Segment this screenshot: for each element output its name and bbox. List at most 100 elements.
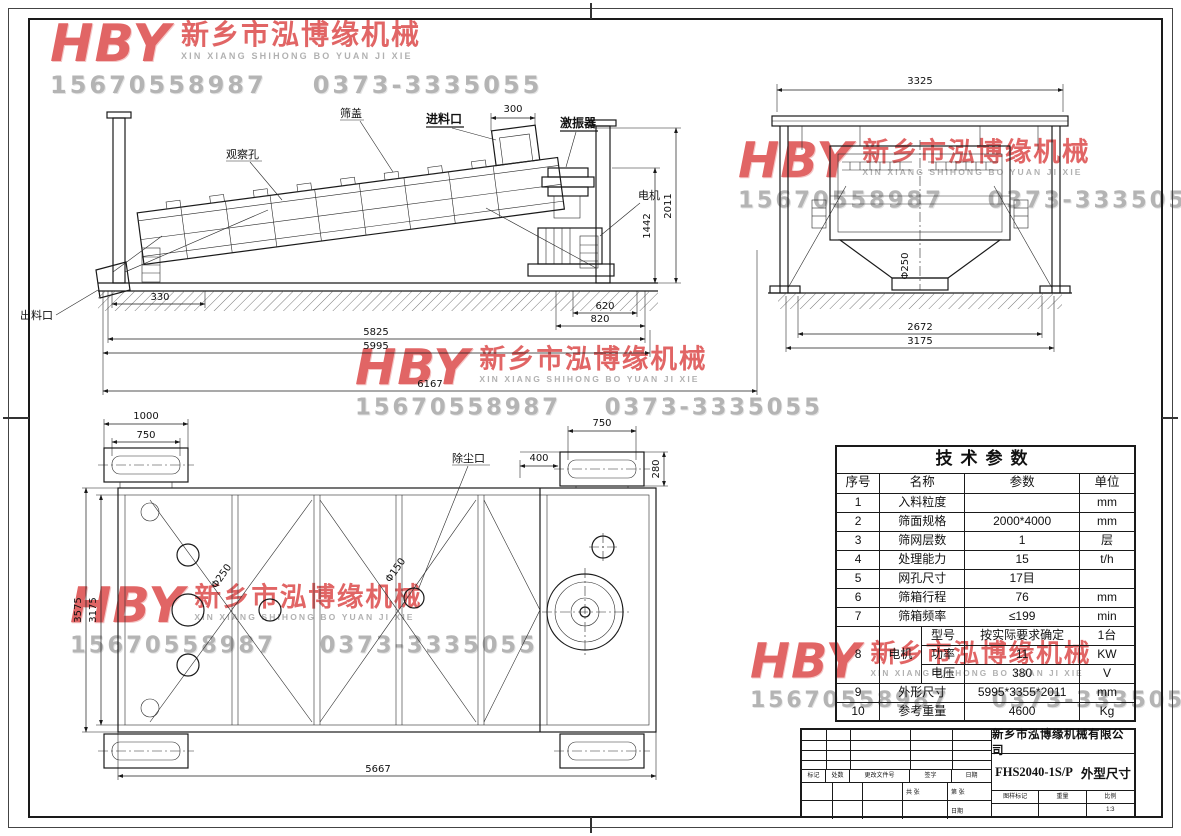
dim-750-left: 750 (136, 430, 155, 441)
watermark-phone: 15670558987 (355, 393, 561, 421)
cell: Kg (1078, 701, 1136, 722)
dim-280: 280 (651, 459, 662, 478)
col-header-no: 序号 (835, 472, 881, 494)
cell: 1 (835, 492, 881, 513)
dim-outlet-dia: Φ250 (900, 253, 911, 280)
dim-2011: 2011 (663, 193, 674, 218)
cell: 层 (1078, 530, 1136, 551)
table-row: 1 入料粒度 mm (835, 492, 1136, 513)
cell: mm (1078, 492, 1136, 513)
side-view: 观察孔 筛盖 进料口 激振器 电机 出料口 300 1442 (20, 104, 758, 395)
title-block-values-row: 1:3 (992, 804, 1134, 816)
cell (1078, 568, 1136, 589)
table-row: 3 筛网层数 1 层 (835, 530, 1136, 551)
cell: V (1078, 663, 1136, 684)
col-header-name: 名称 (879, 472, 966, 494)
dim-1000: 1000 (133, 411, 158, 422)
label-observe-hole: 观察孔 (226, 147, 259, 161)
dim-3325: 3325 (907, 76, 932, 87)
title-block-right: 新乡市泓博缘机械有限公司 FHS2040-1S/P 外型尺寸 图样标记 重量 比… (992, 729, 1134, 816)
cell: 电机 (879, 625, 922, 684)
cell: 入料粒度 (879, 492, 966, 513)
table-row: 9 外形尺寸 5995*3355*2011 mm (835, 682, 1136, 703)
title-block: 标记 处数 更改文件号 签字 日期 共 张 第 张 日期 新乡市泓博缘机械有限公… (800, 728, 1136, 819)
cell: 功率 (920, 644, 966, 665)
watermark: HBY 新乡市泓博缘机械 XIN XIANG SHIHONG BO YUAN J… (738, 132, 1181, 213)
cell: 2 (835, 511, 881, 532)
table-row: 6 筛箱行程 76 mm (835, 587, 1136, 608)
dim-hole-150: Φ150 (384, 556, 408, 584)
dim-620: 620 (595, 301, 614, 312)
dim-750-right: 750 (592, 418, 611, 429)
rev-header-sign: 签字 (910, 770, 952, 782)
cell: 8 (835, 625, 881, 684)
cell: 4 (835, 549, 881, 570)
table-row: 7 筛箱频率 ≤199 min (835, 606, 1136, 627)
label-discharge: 出料口 (20, 308, 53, 322)
watermark-company-en: XIN XIANG SHIHONG BO YUAN JI XIE (862, 167, 1083, 177)
watermark-company-en: XIN XIANG SHIHONG BO YUAN JI XIE (479, 374, 700, 384)
cell: 4600 (964, 701, 1080, 722)
cell: 网孔尺寸 (879, 568, 966, 589)
title-block-left: 标记 处数 更改文件号 签字 日期 共 张 第 张 日期 (802, 730, 992, 819)
cell: 筛面规格 (879, 511, 966, 532)
label-dust-port: 除尘口 (452, 451, 485, 465)
cell: 11 (964, 644, 1080, 665)
hby-logo: HBY (738, 132, 853, 190)
scale-label: 比例 (1104, 794, 1117, 800)
table-title: 技术参数 (835, 445, 1136, 474)
hby-logo: HBY (50, 14, 171, 74)
centering-mark-bottom (590, 817, 592, 833)
cell: ≤199 (964, 606, 1080, 627)
sheet-no-label: 第 张 (951, 790, 965, 796)
watermark-company-cn: 新乡市泓博缘机械 (180, 19, 421, 50)
label-sieve-cover: 筛盖 (340, 106, 362, 120)
watermark-tel: 0373-3335055 (604, 393, 823, 421)
dim-3175-end: 3175 (907, 336, 932, 347)
cell: 76 (964, 587, 1080, 608)
table-row: 2 筛面规格 2000*4000 mm (835, 511, 1136, 532)
watermark-tel: 0373-3335055 (312, 71, 543, 100)
title-block-bottom-left: 共 张 第 张 日期 (802, 783, 991, 819)
tech-params-table: 技术参数 序号 名称 参数 单位 1 入料粒度 mm 2 筛面规格 2000*4… (835, 445, 1136, 722)
watermark-company-en: XIN XIANG SHIHONG BO YUAN JI XIE (180, 50, 413, 61)
weight-value (1039, 804, 1087, 816)
cell: 2000*4000 (964, 511, 1080, 532)
centering-mark-left (3, 417, 29, 419)
cell: 外形尺寸 (879, 682, 966, 703)
cell (964, 492, 1080, 513)
dim-400: 400 (529, 453, 548, 464)
end-view: 3325 (768, 76, 1072, 352)
hby-logo: HBY (355, 339, 470, 397)
label-motor: 电机 (638, 188, 660, 202)
table-row: 4 处理能力 15 t/h (835, 549, 1136, 570)
top-view: Φ250 Φ150 除尘口 1000 750 (73, 411, 668, 780)
dim-3175-top: 3175 (88, 597, 99, 622)
cell: 15 (964, 549, 1080, 570)
watermark-tel: 0373-3335055 (319, 631, 538, 659)
mark-label: 图样标记 (992, 791, 1040, 803)
company-name: 新乡市泓博缘机械有限公司 (992, 729, 1134, 757)
watermark-phone: 15670558987 (70, 631, 276, 659)
dim-300: 300 (503, 104, 522, 115)
dim-820: 820 (590, 314, 609, 325)
scale-value: 1:3 (1106, 807, 1115, 813)
cell: mm (1078, 587, 1136, 608)
cell: 7 (835, 606, 881, 627)
cell: 1 (964, 530, 1080, 551)
col-header-param: 参数 (964, 472, 1080, 494)
cell: 处理能力 (879, 549, 966, 570)
label-exciter: 激振器 (560, 115, 597, 130)
cell: 17目 (964, 568, 1080, 589)
watermark: HBY 新乡市泓博缘机械 XIN XIANG SHIHONG BO YUAN J… (355, 339, 823, 421)
centering-mark-top (590, 3, 592, 19)
cell: mm (1078, 682, 1136, 703)
date-label: 日期 (951, 809, 964, 815)
dim-5825: 5825 (363, 327, 388, 338)
watermark-company-cn: 新乡市泓博缘机械 (194, 582, 423, 612)
drawing-title: 外型尺寸 (1080, 766, 1131, 781)
model-number: FHS2040-1S/P (995, 764, 1073, 779)
mark-value (992, 804, 1040, 816)
dim-3575: 3575 (73, 597, 84, 622)
